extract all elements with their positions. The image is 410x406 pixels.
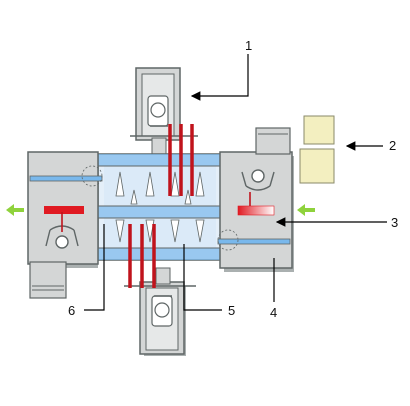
booth-left	[27, 151, 103, 299]
booth-right	[217, 127, 294, 272]
callout-1: 1	[245, 38, 252, 53]
fan-unit-bottom	[124, 267, 196, 356]
filter-pad-stack	[299, 115, 335, 184]
airflow-arrows	[115, 171, 205, 243]
central-corridor	[97, 153, 223, 261]
operator-right	[241, 169, 275, 206]
callout-2: 2	[389, 138, 396, 153]
callout-5: 5	[228, 303, 235, 318]
callout-6: 6	[68, 303, 75, 318]
operator-left	[45, 212, 79, 249]
green-flow-arrow-left	[6, 204, 24, 216]
callout-4: 4	[270, 305, 277, 320]
leader-lines	[84, 54, 387, 311]
green-flow-arrow-right	[297, 204, 315, 216]
red-ducts	[128, 124, 194, 288]
callout-3: 3	[391, 215, 398, 230]
fan-unit-top	[130, 67, 198, 159]
